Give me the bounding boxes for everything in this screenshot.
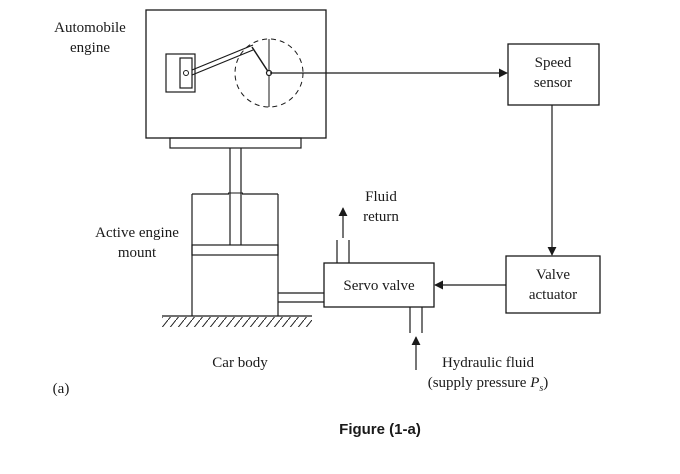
- valve-actuator-box: [505, 255, 601, 314]
- engine-label-line2: engine: [70, 40, 110, 56]
- mount-label-line1: Active engine: [95, 225, 179, 241]
- speed-sensor-box: [507, 43, 600, 106]
- engine-shaft: [228, 148, 243, 245]
- active-engine-mount: [191, 193, 279, 316]
- speed-sensor-label-line2: sensor: [534, 75, 572, 91]
- fluid-return-label-line2: return: [363, 209, 399, 225]
- engine-block: [145, 9, 327, 149]
- panel-label: (a): [53, 381, 70, 397]
- hydraulic-P: P: [529, 375, 539, 391]
- car-body-ground: [162, 315, 312, 327]
- car-body-label: Car body: [212, 355, 268, 371]
- fluid-return-label-line1: Fluid: [365, 189, 397, 205]
- actuator-label-line1: Valve: [536, 267, 570, 283]
- mount-label-line2: mount: [118, 245, 157, 261]
- hydraulic-close: ): [543, 375, 548, 391]
- servo-valve-label: Servo valve: [343, 278, 415, 294]
- hydraulic-label-line2: (supply pressure Ps): [428, 375, 549, 394]
- hydraulic-subscript: s: [539, 383, 543, 394]
- figure-caption: Figure (1-a): [339, 421, 421, 438]
- speed-sensor-label-line1: Speed: [535, 55, 572, 71]
- hydraulic-label-line1: Hydraulic fluid: [442, 355, 535, 371]
- servo-valve: [323, 240, 435, 333]
- mount-pipe: [278, 292, 324, 303]
- hydraulic-prefix: (supply pressure: [428, 375, 530, 391]
- engine-label-line1: Automobile: [54, 20, 126, 36]
- actuator-label-line2: actuator: [529, 287, 577, 303]
